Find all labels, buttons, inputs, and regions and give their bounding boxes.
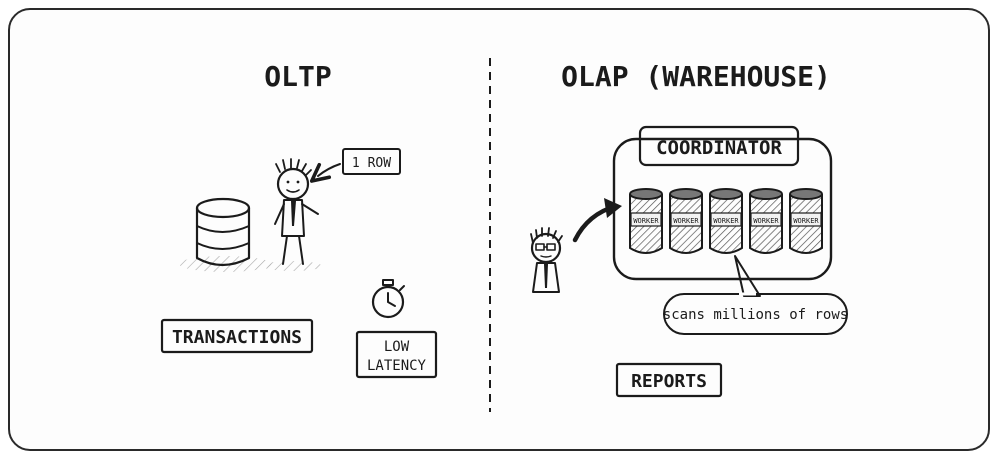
- stopwatch-icon: [371, 279, 405, 319]
- worker-label-band: [670, 212, 702, 227]
- coordinator-text: COORDINATOR: [656, 137, 782, 159]
- one-row-arrow: [309, 162, 341, 183]
- scans-speech-bubble: scans millions of rows: [663, 255, 848, 335]
- worker-node: WORKER: [669, 188, 703, 254]
- developer-figure: [262, 158, 322, 271]
- worker-label-band: [790, 212, 822, 227]
- worker-label-band: [630, 212, 662, 227]
- olap-title: OLAP (WAREHOUSE): [561, 60, 831, 93]
- one-row-text: 1 ROW: [352, 156, 391, 171]
- worker-node: WORKER: [789, 188, 823, 254]
- worker-node: WORKER: [709, 188, 743, 254]
- database-icon: [179, 197, 271, 272]
- transactions-text: TRANSACTIONS: [172, 327, 302, 348]
- reports-text: REPORTS: [631, 371, 707, 392]
- worker-label: WORKER: [633, 217, 659, 225]
- worker-label: WORKER: [753, 217, 779, 225]
- worker-group: WORKER WORKER WORKER WORKER WORKER: [629, 188, 823, 254]
- worker-label-band: [750, 212, 782, 227]
- diagram-card: [8, 8, 990, 451]
- worker-node: WORKER: [629, 188, 663, 254]
- analyst-figure: [530, 227, 563, 293]
- low-latency-line1: LOW: [384, 339, 410, 355]
- query-arrow-head: [604, 198, 622, 218]
- transactions-label: TRANSACTIONS: [160, 318, 314, 354]
- worker-node: WORKER: [749, 188, 783, 254]
- low-latency-label: LOW LATENCY: [355, 330, 438, 379]
- reports-label: REPORTS: [615, 362, 723, 398]
- worker-label: WORKER: [713, 217, 739, 225]
- worker-label: WORKER: [793, 217, 819, 225]
- oltp-title: OLTP: [264, 60, 331, 93]
- scans-text: scans millions of rows: [663, 307, 848, 323]
- low-latency-line2: LATENCY: [367, 358, 427, 374]
- worker-label-band: [710, 212, 742, 227]
- worker-label: WORKER: [673, 217, 699, 225]
- one-row-label: 1 ROW: [309, 148, 401, 183]
